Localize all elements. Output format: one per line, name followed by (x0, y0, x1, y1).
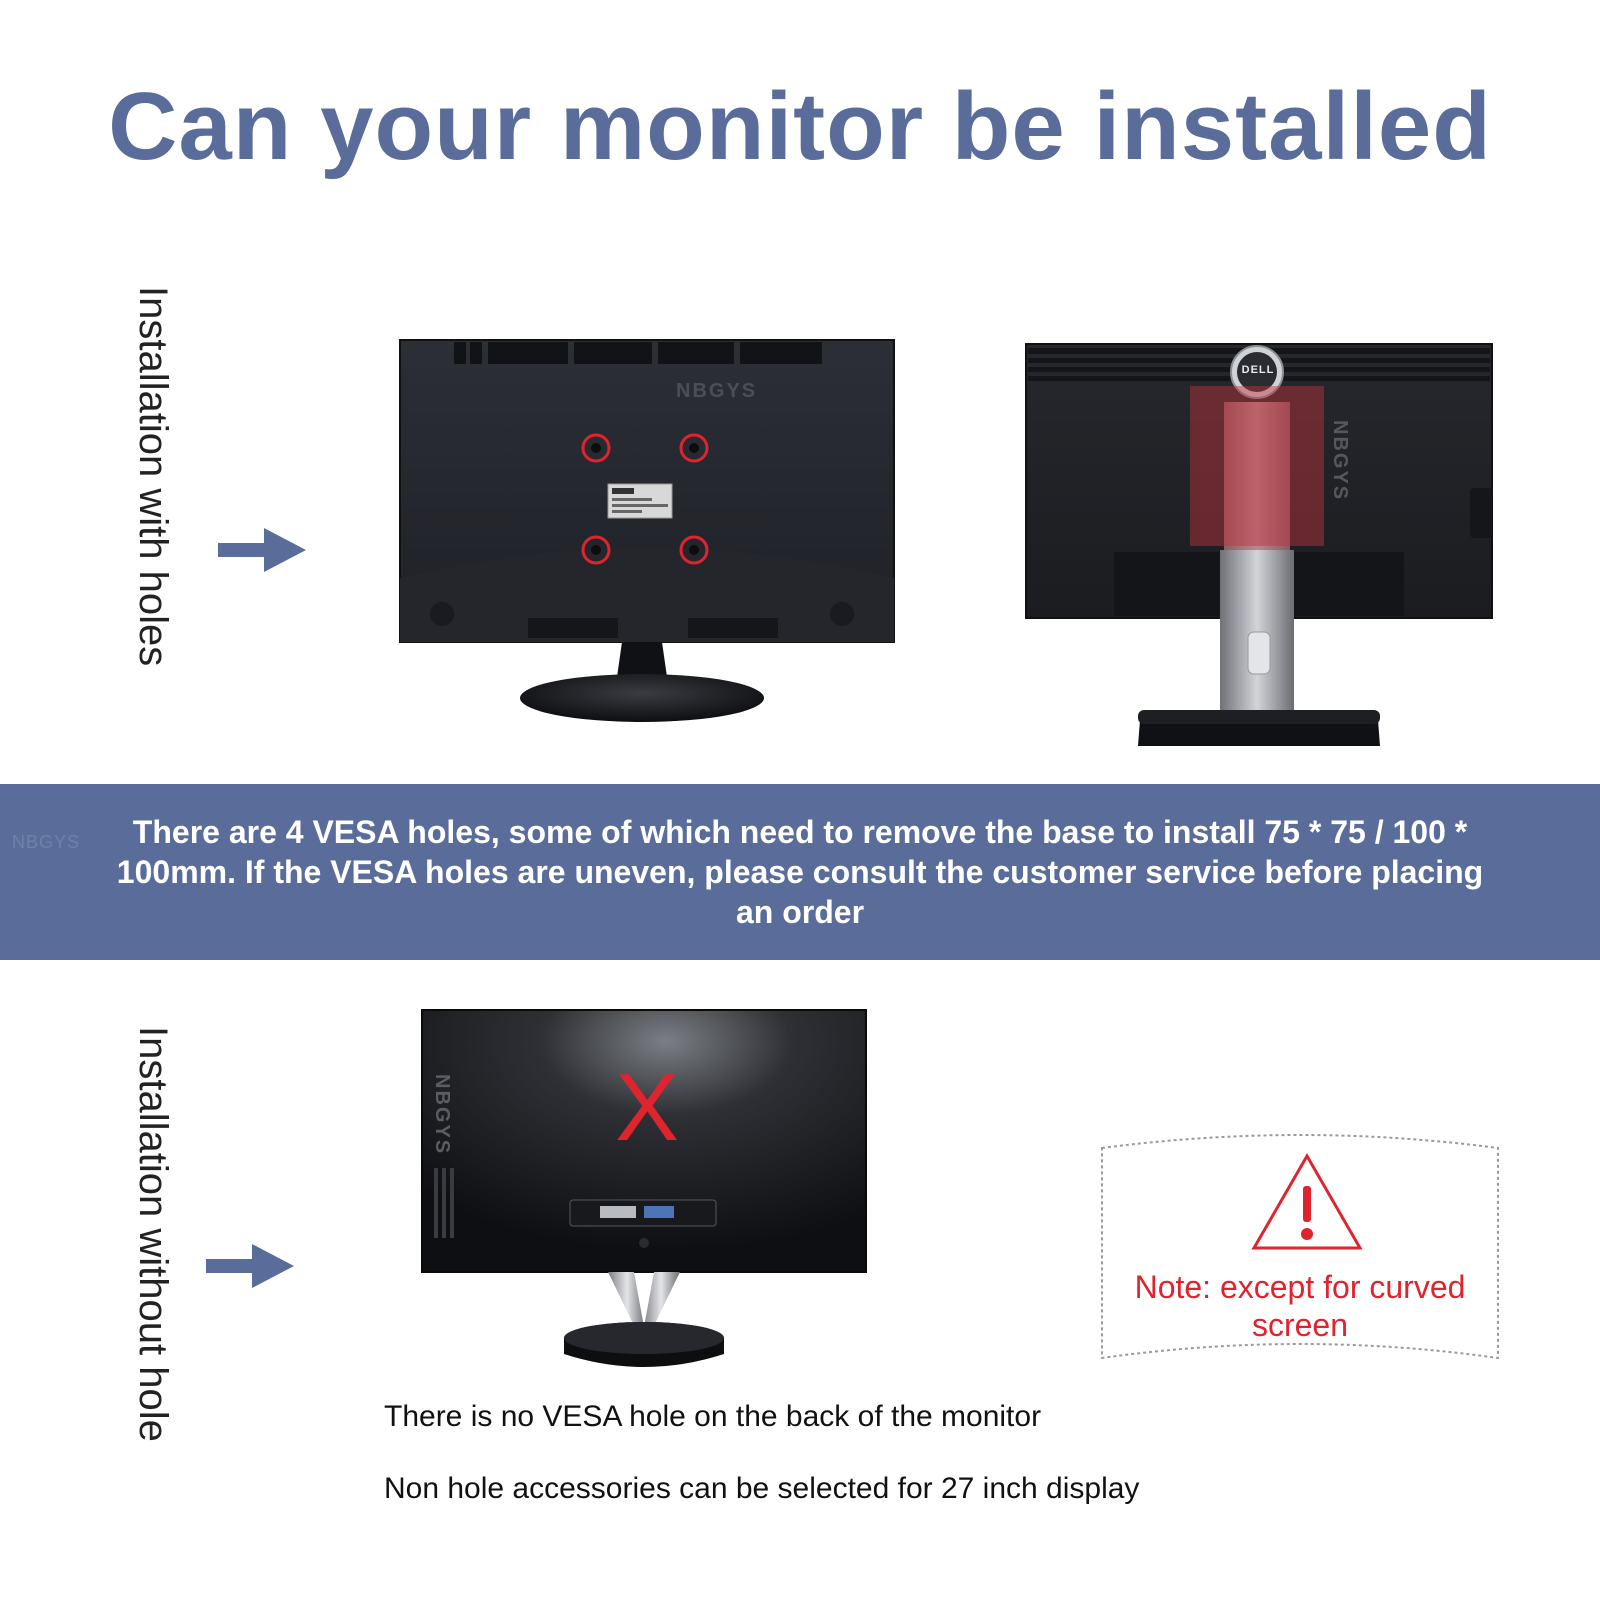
cross-mark: X (614, 1054, 680, 1161)
note-text: Note: except for curved screen (1134, 1269, 1466, 1343)
banner-text: There are 4 VESA holes, some of which ne… (116, 814, 1484, 930)
caption-no-vesa-hole: There is no VESA hole on the back of the… (384, 1400, 1042, 1433)
watermark: NBGYS (676, 380, 758, 402)
monitor-rear-without-vesa (421, 1009, 867, 1367)
label-installation-without-hole: Installation without hole (131, 1026, 175, 1442)
info-banner (0, 784, 1600, 960)
arrow-right-icon (218, 528, 306, 572)
watermark-vertical: NBGYS (431, 1074, 453, 1156)
page-title: Can your monitor be installed (108, 73, 1492, 180)
label-installation-with-holes: Installation with holes (131, 286, 175, 667)
watermark-vertical: NBGYS (1329, 420, 1351, 502)
warning-triangle-icon (1251, 1152, 1363, 1250)
curved-screen-outline (1101, 1134, 1499, 1360)
monitor-rear-with-stand (1025, 343, 1493, 746)
monitor-rear-with-vesa-holes (399, 339, 895, 722)
banner-watermark: NBGYS (12, 832, 81, 852)
dell-logo-text: DELL (1241, 364, 1275, 376)
arrow-right-icon (206, 1244, 294, 1288)
caption-non-hole-accessories: Non hole accessories can be selected for… (384, 1472, 1140, 1505)
